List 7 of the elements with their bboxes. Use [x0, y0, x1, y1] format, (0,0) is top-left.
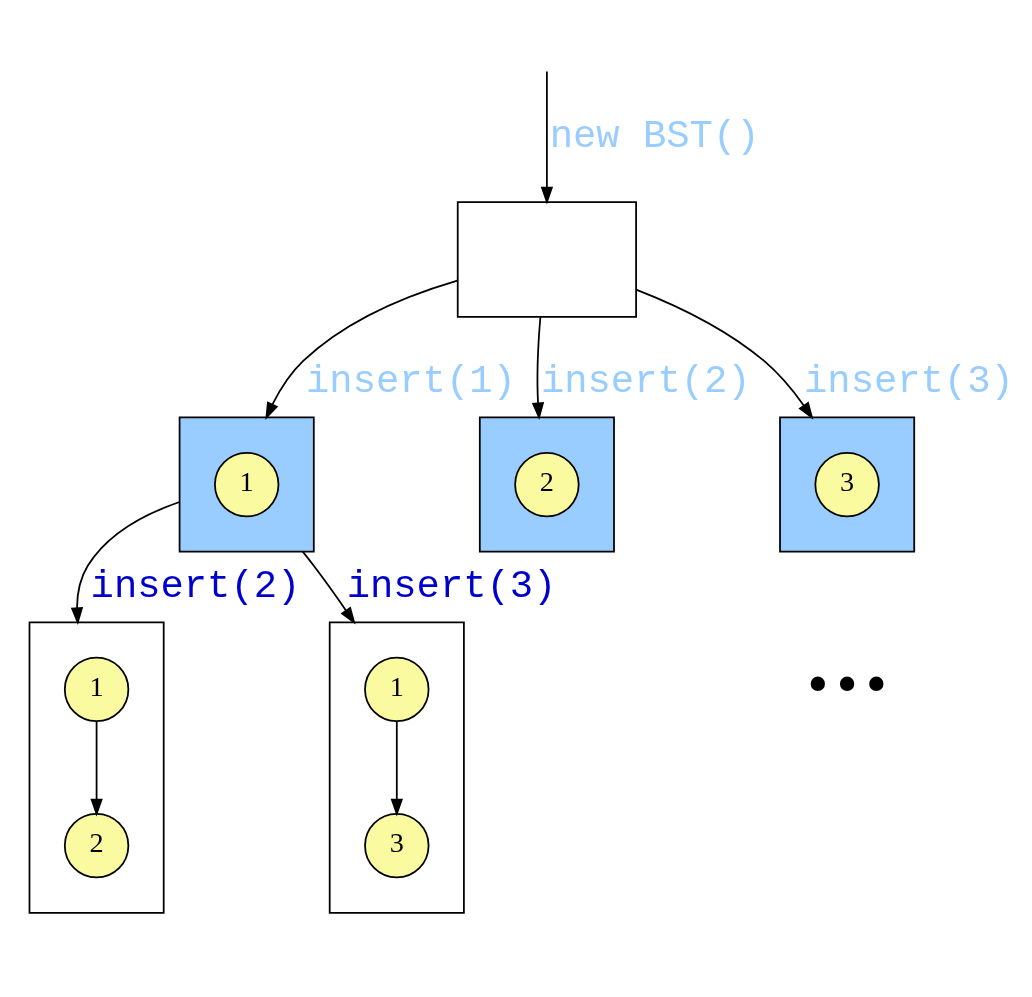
edge-label: new BST() — [549, 114, 760, 159]
edge-label: insert(1) — [306, 360, 516, 405]
edge-label: insert(3) — [804, 360, 1014, 405]
edge-label: insert(3) — [346, 564, 557, 609]
label: ••• — [803, 655, 891, 714]
edge-label: insert(2) — [540, 360, 751, 405]
edge-label: insert(2) — [90, 564, 301, 609]
